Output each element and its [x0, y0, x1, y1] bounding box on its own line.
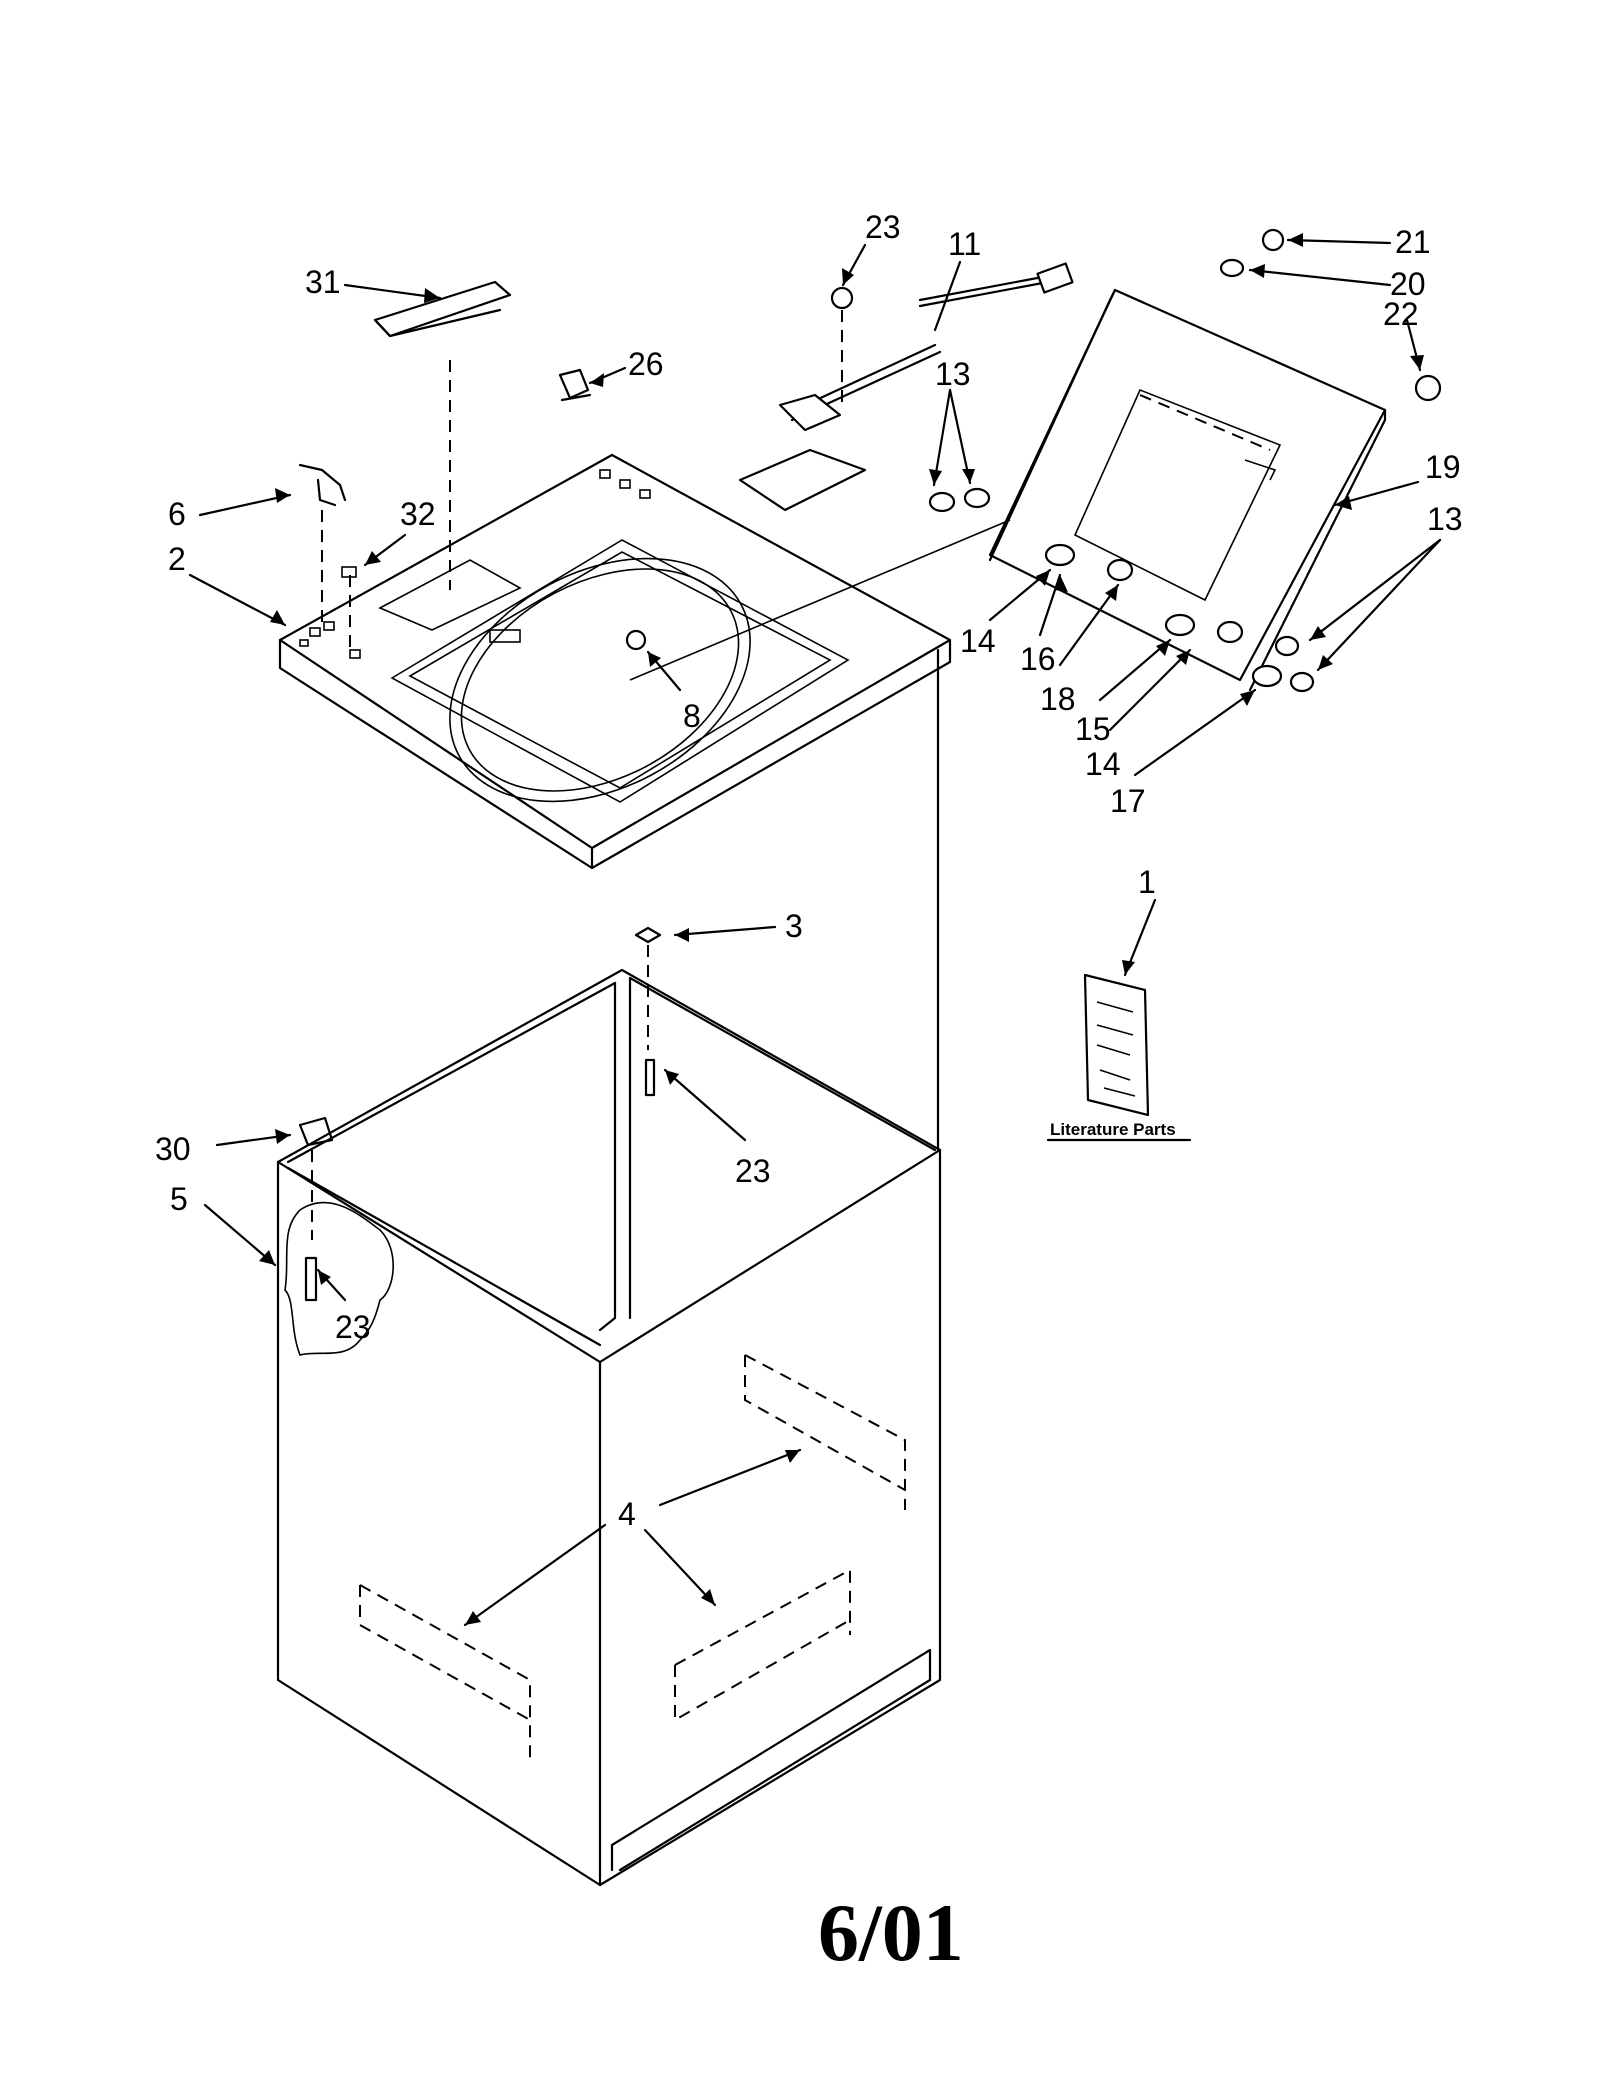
literature-parts-caption: Literature Parts [1050, 1120, 1176, 1139]
label-2: 2 [168, 541, 186, 577]
label-23-low: 23 [335, 1309, 371, 1345]
label-20: 20 [1390, 266, 1426, 302]
label-15: 15 [1075, 711, 1111, 747]
screw-23-mid [644, 1058, 656, 1097]
screw-8 [625, 629, 647, 651]
literature-booklet [1083, 973, 1150, 1117]
label-31: 31 [305, 264, 341, 300]
label-1: 1 [1138, 864, 1156, 900]
clip-6 [298, 463, 347, 507]
label-26: 26 [628, 346, 664, 382]
label-6: 6 [168, 496, 186, 532]
label-22: 22 [1383, 296, 1419, 332]
cabinet [276, 648, 942, 1887]
screw-23-top [830, 286, 854, 410]
label-3: 3 [785, 908, 803, 944]
dashed-guides [321, 360, 1271, 681]
label-13-right: 13 [1427, 501, 1463, 537]
label-23-mid: 23 [735, 1153, 771, 1189]
label-21: 21 [1395, 224, 1431, 260]
top-panel [278, 453, 952, 870]
label-19: 19 [1425, 449, 1461, 485]
label-14-a: 14 [960, 623, 996, 659]
label-18: 18 [1040, 681, 1076, 717]
clip-26 [558, 368, 592, 402]
label-16: 16 [1020, 641, 1056, 677]
wire-harness [738, 262, 1074, 512]
label-5: 5 [170, 1181, 188, 1217]
label-13-top: 13 [935, 356, 971, 392]
clip-3 [634, 926, 662, 1050]
label-14-b: 14 [1085, 746, 1121, 782]
dispenser-cover [373, 280, 512, 338]
leader-arrows [188, 238, 1442, 1627]
label-23-top: 23 [865, 209, 901, 245]
label-30: 30 [155, 1131, 191, 1167]
label-8: 8 [683, 698, 701, 734]
screw-23-low [304, 1256, 318, 1302]
label-11: 11 [948, 226, 981, 262]
label-4: 4 [618, 1496, 636, 1532]
label-32: 32 [400, 496, 436, 532]
label-17: 17 [1110, 783, 1146, 819]
lid [988, 288, 1387, 692]
arrow-heads [259, 233, 1424, 1625]
hinge-parts [928, 228, 1442, 693]
clip-30 [298, 1116, 334, 1240]
date-code: 6/01 [818, 1887, 964, 1978]
